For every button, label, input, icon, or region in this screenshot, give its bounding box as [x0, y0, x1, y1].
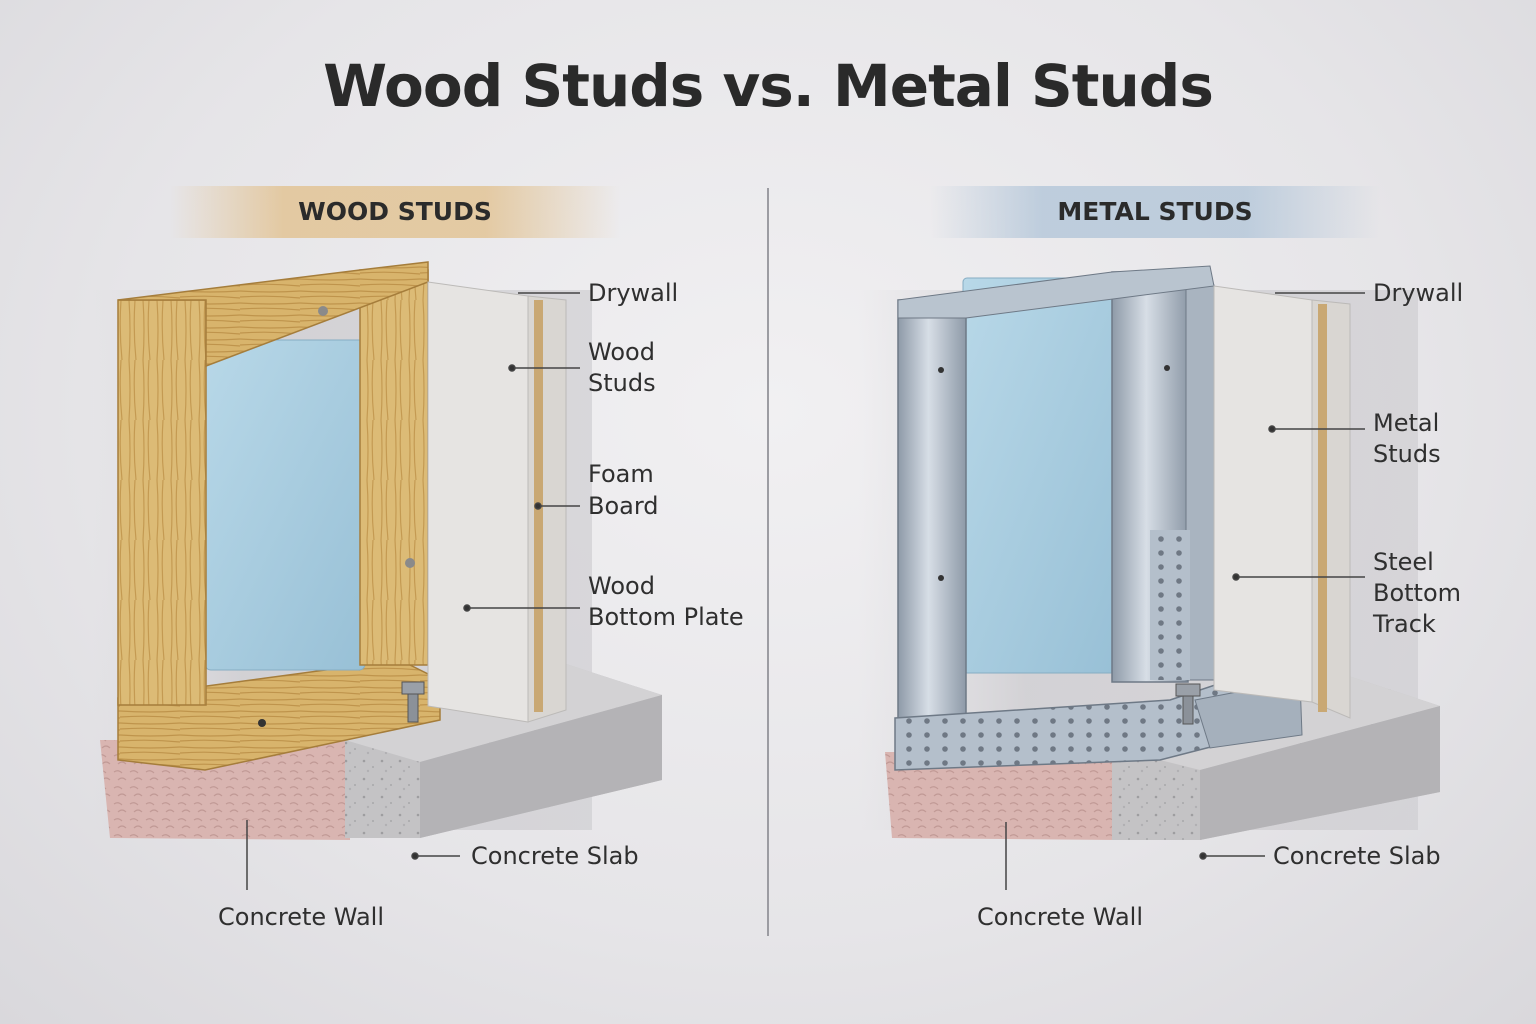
- metal-stud-flange: [1185, 284, 1215, 681]
- wood-label-drywall: Drywall: [588, 279, 679, 307]
- center-divider: [767, 188, 769, 936]
- metal-stud-left: [897, 299, 967, 719]
- wood-stud-left: [117, 299, 207, 706]
- page-title: Wood Studs vs. Metal Studs: [323, 52, 1214, 120]
- wood-drywall-face: [427, 281, 529, 723]
- wood-leader-lines: [246, 292, 580, 890]
- metal-label-drywall: Drywall: [1373, 279, 1464, 307]
- wood-stud-right: [359, 269, 429, 666]
- metal-studs-heading: METAL STUDS: [930, 186, 1380, 238]
- metal-label-concrete-slab: Concrete Slab: [1273, 842, 1441, 870]
- wood-label-concrete-slab: Concrete Slab: [471, 842, 639, 870]
- wood-label-wood-studs-line1: Wood: [588, 338, 655, 366]
- metal-label-bottom-track-line3: Track: [1373, 610, 1436, 638]
- metal-insulation: [885, 752, 1118, 840]
- wood-label-foam-board-line2: Board: [588, 492, 659, 520]
- metal-label-bottom-track-line1: Steel: [1373, 548, 1434, 576]
- metal-foam-board: [962, 277, 1116, 674]
- metal-drywall-edge: [1311, 299, 1351, 719]
- wood-drywall-edge: [527, 295, 567, 723]
- metal-label-bottom-track-line2: Bottom: [1373, 579, 1462, 607]
- wood-foam-board: [204, 339, 366, 671]
- wood-label-concrete-wall: Concrete Wall: [218, 903, 384, 931]
- wood-label-bottom-plate-line1: Wood: [588, 572, 655, 600]
- metal-label-metal-studs-line1: Metal: [1373, 409, 1440, 437]
- metal-label-metal-studs-line2: Studs: [1373, 440, 1441, 468]
- wood-label-foam-board-line1: Foam: [588, 460, 654, 488]
- wood-studs-heading: WOOD STUDS: [170, 186, 620, 238]
- metal-assembly: [858, 265, 1440, 840]
- metal-drywall-face: [1213, 285, 1313, 703]
- wood-assembly: [92, 261, 662, 840]
- metal-label-concrete-wall: Concrete Wall: [977, 903, 1143, 931]
- wood-label-bottom-plate-line2: Bottom Plate: [588, 603, 744, 631]
- wood-label-wood-studs-line2: Studs: [588, 369, 656, 397]
- metal-leader-lines: [1005, 292, 1365, 890]
